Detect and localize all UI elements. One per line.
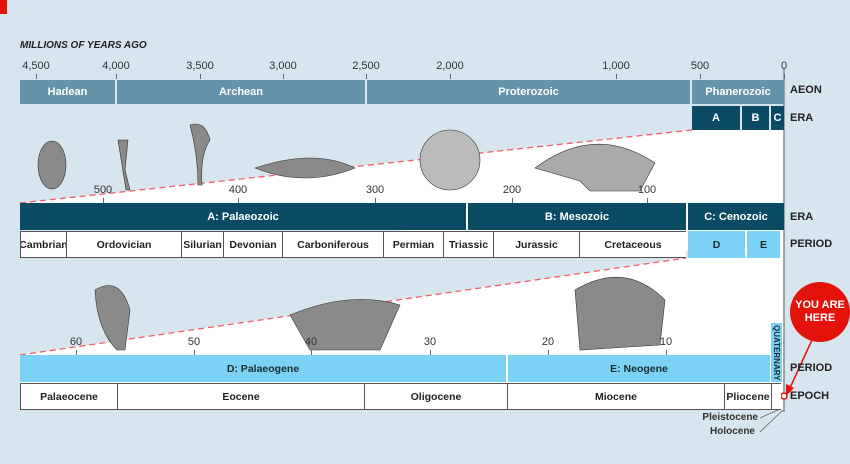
tick-mark <box>784 74 785 79</box>
tick-middle: 400 <box>228 184 248 196</box>
tick-mark <box>450 74 451 79</box>
period-segment: Triassic <box>443 231 493 258</box>
tick-mark <box>200 74 201 79</box>
epoch-segment: Pliocene <box>724 383 771 410</box>
period-segment: Silurian <box>181 231 223 258</box>
row-label-period: PERIOD <box>790 362 833 374</box>
tick-top: 4,000 <box>102 60 130 72</box>
epoch-segment: Miocene <box>507 383 724 410</box>
tick-middle: 500 <box>93 184 113 196</box>
callout-line: HERE <box>804 312 836 324</box>
row-label-aeon: AEON <box>790 84 822 96</box>
tick-mark <box>430 350 431 355</box>
tick-middle: 300 <box>365 184 385 196</box>
aeon-segment: Proterozoic <box>367 80 690 104</box>
tick-top: 0 <box>780 60 788 72</box>
callout-line: YOU ARE <box>795 299 845 311</box>
tick-mark <box>375 198 376 203</box>
tick-bottom: 20 <box>541 336 555 348</box>
stegosaurus-illustration <box>534 143 656 192</box>
tick-top: 500 <box>690 60 710 72</box>
bird-illustration <box>94 285 131 351</box>
tick-top: 4,500 <box>22 60 50 72</box>
era-segment: C: Cenozoic <box>688 203 784 230</box>
epoch-segment: Palaeocene <box>20 383 117 410</box>
tick-mark <box>194 350 195 355</box>
aeon-segment: Phanerozoic <box>692 80 784 104</box>
tick-middle: 100 <box>637 184 657 196</box>
period-segment: Carboniferous <box>282 231 383 258</box>
row-label-epoch: EPOCH <box>790 390 830 402</box>
period-segment: Devonian <box>223 231 282 258</box>
trilobite-illustration <box>37 140 67 190</box>
row-label-era: ERA <box>790 211 814 223</box>
tick-bottom: 40 <box>304 336 318 348</box>
tick-mark <box>548 350 549 355</box>
tick-mark <box>366 74 367 79</box>
fish-illustration <box>254 157 356 179</box>
tick-mark <box>616 74 617 79</box>
tick-top: 3,000 <box>269 60 297 72</box>
crinoid-illustration <box>189 123 211 186</box>
tick-bottom: 30 <box>423 336 437 348</box>
tick-top: 1,000 <box>602 60 630 72</box>
cenozoic-period-segment: D <box>688 231 745 258</box>
here-arrow <box>788 339 813 391</box>
phanerozoic-era-segment: C <box>771 106 784 130</box>
neo-palaeo-period-segment: E: Neogene <box>508 355 770 382</box>
tick-bottom: 60 <box>69 336 83 348</box>
era-segment: A: Palaeozoic <box>20 203 466 230</box>
tick-mark <box>36 74 37 79</box>
tick-mark <box>238 198 239 203</box>
neo-palaeo-period-segment: D: Palaeogene <box>20 355 506 382</box>
period-segment: Jurassic <box>493 231 579 258</box>
tick-mark <box>311 350 312 355</box>
label-holocene: Holocene <box>709 426 755 437</box>
phanerozoic-era-segment: A <box>692 106 740 130</box>
period-segment: Ordovician <box>66 231 181 258</box>
tick-top: 2,500 <box>352 60 380 72</box>
era-segment: B: Mesozoic <box>468 203 686 230</box>
tick-top: 2,000 <box>436 60 464 72</box>
tick-mark <box>283 74 284 79</box>
zoom-dash-1 <box>19 129 693 204</box>
tick-mark <box>116 74 117 79</box>
tick-bottom: 10 <box>659 336 673 348</box>
sea-creature-illustration <box>117 139 131 191</box>
tick-mark <box>666 350 667 355</box>
label-pleistocene: Pleistocene <box>702 412 758 423</box>
here-marker <box>780 392 788 400</box>
brand-tab <box>0 0 7 14</box>
epoch-segment: Oligocene <box>364 383 507 410</box>
tick-mark <box>700 74 701 79</box>
axis-title: MILLIONS OF YEARS AGO <box>20 40 147 51</box>
tick-mark <box>647 198 648 203</box>
zoom-dash-2 <box>19 257 687 356</box>
tick-mark <box>103 198 104 203</box>
you-are-here-callout: YOU ARE HERE <box>790 282 850 342</box>
ammonite-illustration <box>419 129 481 191</box>
tick-mark <box>512 198 513 203</box>
aeon-segment: Archean <box>117 80 365 104</box>
period-segment: Cambrian <box>20 231 66 258</box>
period-segment: Permian <box>383 231 443 258</box>
phanerozoic-era-segment: B <box>742 106 769 130</box>
mammal-illustration <box>289 299 401 351</box>
tick-middle: 200 <box>502 184 522 196</box>
period-segment: Cretaceous <box>579 231 686 258</box>
tick-top: 3,500 <box>186 60 214 72</box>
epoch-pleistocene <box>771 383 781 410</box>
tick-bottom: 50 <box>187 336 201 348</box>
elephant-illustration <box>574 276 666 351</box>
period-quaternary: QUATERNARY <box>771 323 782 382</box>
aeon-segment: Hadean <box>20 80 115 104</box>
cenozoic-period-segment: E <box>747 231 780 258</box>
tick-mark <box>76 350 77 355</box>
epoch-segment: Eocene <box>117 383 364 410</box>
row-label-era: ERA <box>790 112 814 124</box>
row-label-period: PERIOD <box>790 238 833 250</box>
